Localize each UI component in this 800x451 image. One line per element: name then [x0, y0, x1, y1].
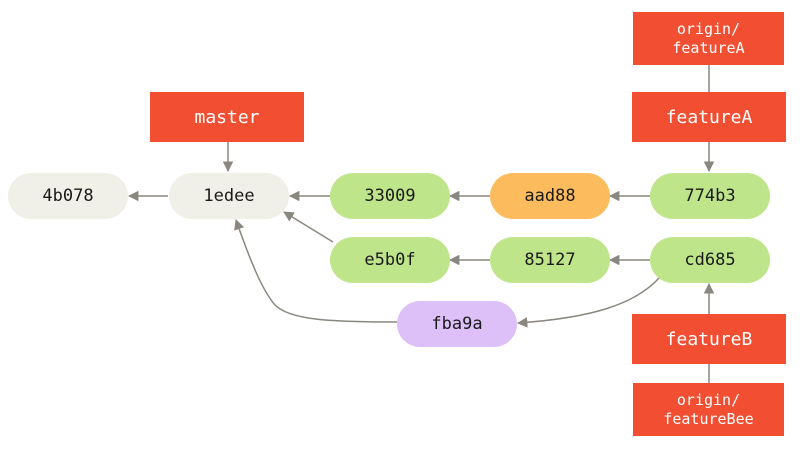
commit-33009: 33009 [330, 173, 450, 219]
commit-774b3: 774b3 [650, 173, 770, 219]
remote-branch-label-origin-featureBee: origin/ featureBee [633, 383, 784, 436]
edge-e5b0f-to-1edee [283, 211, 334, 243]
branch-label-featureA: featureA [632, 92, 786, 142]
edge-fba9a-to-1edee [234, 219, 398, 323]
branch-label-featureB: featureB [632, 314, 786, 364]
commit-aad88: aad88 [490, 173, 610, 219]
commit-cd685: cd685 [650, 237, 770, 283]
edge-cd685-to-fba9a [516, 276, 661, 328]
remote-branch-label-origin-featureA: origin/ featureA [633, 12, 784, 65]
commit-fba9a: fba9a [397, 301, 517, 347]
commit-85127: 85127 [490, 237, 610, 283]
branch-label-master: master [150, 92, 304, 142]
remote-prefix: origin/ [676, 390, 741, 409]
commit-1edee: 1edee [169, 173, 289, 219]
remote-prefix: origin/ [676, 19, 741, 38]
commit-e5b0f: e5b0f [330, 237, 450, 283]
remote-branch-name: featureA [672, 38, 745, 57]
remote-branch-name: featureBee [663, 409, 754, 428]
commit-4b078: 4b078 [8, 173, 128, 219]
